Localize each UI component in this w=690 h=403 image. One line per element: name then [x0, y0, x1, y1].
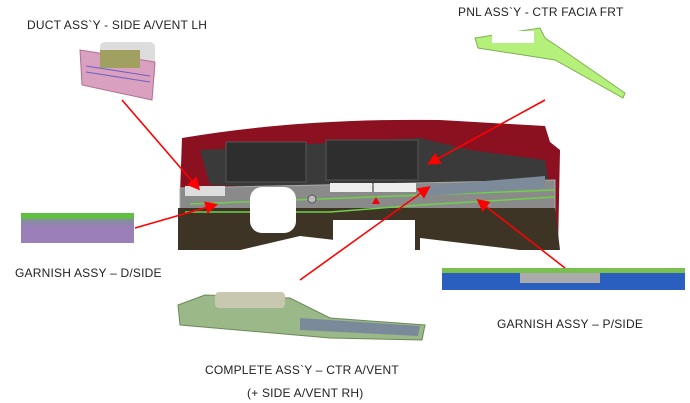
- label-complete-ctr-avent: COMPLETE ASS`Y – CTR A/VENT: [205, 363, 399, 377]
- label-garnish-p-side: GARNISH ASSY – P/SIDE: [497, 317, 644, 331]
- pnl-ctr-facia-part: [474, 27, 626, 99]
- dashboard-assembly: [178, 119, 560, 252]
- garnish-d-side-part: [21, 213, 134, 243]
- label-garnish-d-side: GARNISH ASSY – D/SIDE: [15, 266, 162, 280]
- label-duct-side-avent-lh: DUCT ASS`Y - SIDE A/VENT LH: [27, 18, 208, 32]
- arrow-garnish-d: [134, 201, 219, 229]
- label-complete-ctr-avent-note: (+ SIDE A/VENT RH): [247, 386, 364, 400]
- arrow-pnl-facia: [427, 99, 546, 165]
- garnish-p-side-part: [442, 268, 685, 290]
- duct-side-avent-lh-part: [79, 42, 156, 101]
- arrow-garnish-p: [476, 199, 566, 269]
- arrow-duct-lh: [121, 99, 201, 191]
- arrow-complete-vent: [299, 186, 431, 281]
- complete-ctr-avent-part: [177, 292, 426, 341]
- label-pnl-ctr-facia: PNL ASS`Y - CTR FACIA FRT: [458, 5, 624, 19]
